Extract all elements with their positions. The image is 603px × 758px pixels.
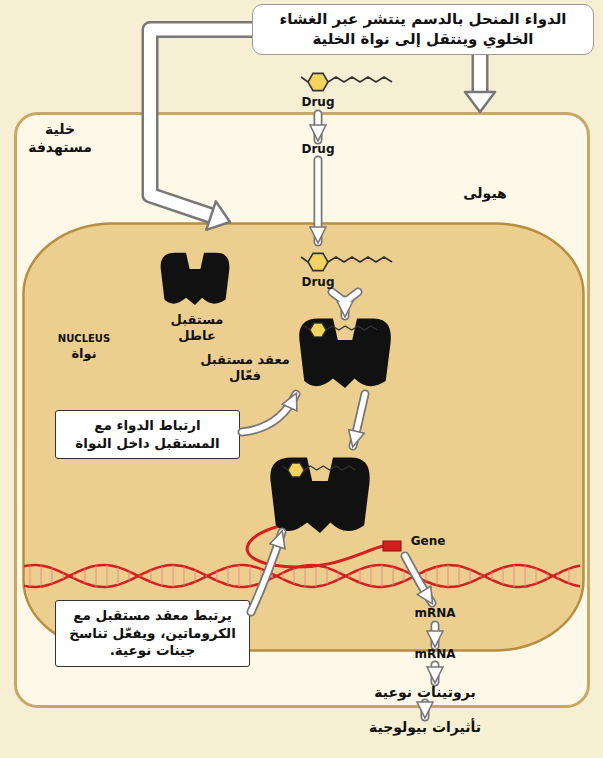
drug-label: Drug — [295, 95, 341, 110]
region-label: هيولى — [450, 184, 520, 202]
receptor-label: معقد مستقبل فعّال — [198, 352, 292, 385]
pointer-arrow — [150, 30, 252, 230]
flow-arrow — [332, 292, 358, 316]
protein-label: بروتينات نوعية — [360, 684, 490, 702]
gene-segment — [383, 541, 401, 551]
cell-label: خلية مستهدفة — [20, 120, 100, 156]
receptor-on-chromatin — [247, 458, 383, 568]
receptor-label: مستقبل عاطل — [161, 312, 233, 345]
region-label: نواة — [42, 346, 126, 363]
drug-label: Drug — [295, 275, 341, 290]
drug-molecule — [301, 253, 392, 270]
drug-label: Drug — [295, 142, 341, 157]
region-label: NUCLEUS — [42, 332, 126, 345]
callout-text: الدواء المنحل بالدسم ينتشر عبر الغشاء ال… — [262, 10, 584, 49]
effect-label: تأثيرات بيولوجية — [350, 719, 500, 737]
gene-label: Gene — [405, 534, 451, 549]
callout-box: يرتبط معقد مستقبل مع الكروماتين، ويفعّل … — [55, 600, 250, 667]
active-receptor-complex — [299, 318, 391, 388]
pointer-arrow — [465, 55, 495, 112]
flow-arrow — [318, 114, 319, 242]
callout-pointer — [242, 394, 296, 612]
callout-text: يرتبط معقد مستقبل مع الكروماتين، ويفعّل … — [64, 607, 241, 660]
callout-box: الدواء المنحل بالدسم ينتشر عبر الغشاء ال… — [252, 4, 594, 55]
callout-box: ارتباط الدواء مع المستقبل داخل النواة — [55, 410, 240, 459]
drug-molecule — [301, 73, 392, 90]
mrna-label: mRNA — [407, 647, 463, 662]
flow-arrow — [353, 394, 365, 446]
callout-text: ارتباط الدواء مع المستقبل داخل النواة — [64, 417, 231, 452]
inactive-receptor — [161, 253, 230, 305]
mrna-label: mRNA — [407, 606, 463, 621]
